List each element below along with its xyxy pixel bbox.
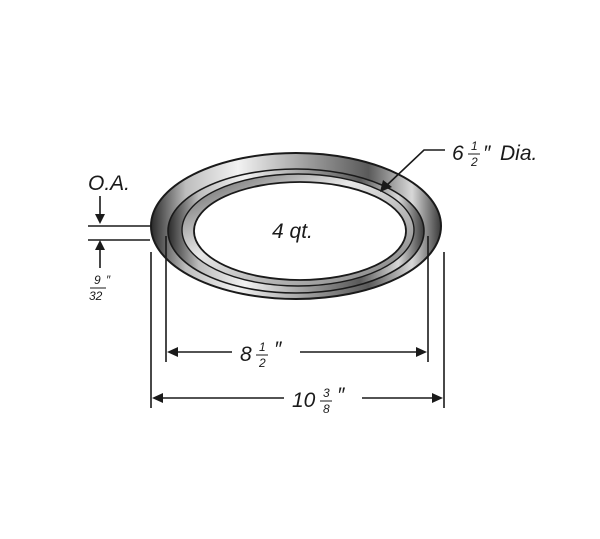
- middle-width-whole: 8: [240, 343, 252, 366]
- middle-width-num: 1: [259, 340, 266, 354]
- inner-diameter-label: 6 1 2 ″ Dia.: [452, 139, 537, 169]
- leader-arrow-icon: [380, 180, 392, 192]
- inner-diameter-suffix: Dia.: [500, 142, 537, 165]
- inner-diameter-whole: 6: [452, 142, 464, 165]
- extension-lines: [150, 236, 445, 408]
- inner-diameter-leader: [380, 149, 445, 192]
- arrow-right-icon: [432, 393, 443, 403]
- height-fraction-den: 32: [89, 289, 103, 303]
- height-fraction: 9 ″ 32: [89, 273, 111, 303]
- trim-ring: [150, 152, 442, 300]
- outer-width-unit: ″: [337, 384, 346, 407]
- capacity-label: 4 qt.: [272, 220, 313, 243]
- height-fraction-unit: ″: [106, 273, 111, 287]
- height-fraction-num: 9: [94, 273, 101, 287]
- arrow-left-icon: [152, 393, 163, 403]
- outer-width-den: 8: [323, 402, 330, 416]
- inner-diameter-num: 1: [471, 139, 478, 153]
- inner-diameter-den: 2: [470, 155, 478, 169]
- arrow-left-icon: [167, 347, 178, 357]
- height-dimension: [88, 196, 150, 268]
- arrow-up-icon: [95, 240, 105, 250]
- middle-width-dimension: 8 1 2 ″: [167, 338, 427, 370]
- middle-width-den: 2: [258, 356, 266, 370]
- ring-opening: [193, 181, 407, 281]
- oa-label: O.A.: [88, 172, 130, 195]
- arrow-right-icon: [416, 347, 427, 357]
- outer-width-dimension: 10 3 8 ″: [152, 384, 443, 416]
- inner-diameter-unit: ″: [483, 142, 492, 165]
- outer-width-whole: 10: [292, 389, 316, 412]
- arrow-down-icon: [95, 214, 105, 224]
- middle-width-unit: ″: [274, 338, 283, 361]
- outer-width-num: 3: [323, 386, 330, 400]
